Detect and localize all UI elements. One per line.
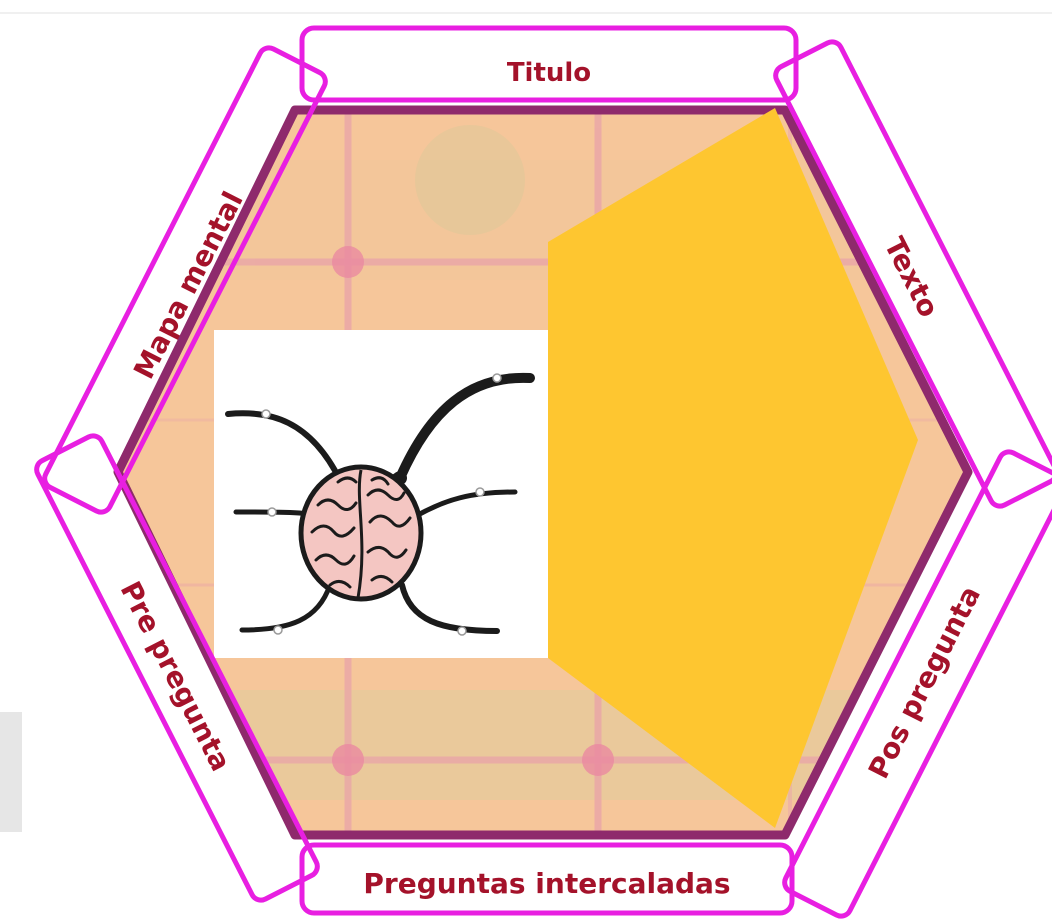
label-titulo: Titulo [507,58,591,88]
mind-map-image [214,330,548,658]
frame-mapa-mental [42,45,328,515]
frame-pre-pregunta [34,433,320,903]
brain-icon [298,464,424,602]
label-preguntas-intercaladas: Preguntas intercaladas [363,867,730,900]
yellow-text-panel [548,108,918,828]
frame-texto [773,39,1052,509]
mind-map-nodes [261,373,502,636]
label-frames [34,25,1052,919]
frame-pos-pregunta [782,449,1052,919]
page-edge-line [0,12,1052,14]
page-edge-shade [0,712,22,832]
